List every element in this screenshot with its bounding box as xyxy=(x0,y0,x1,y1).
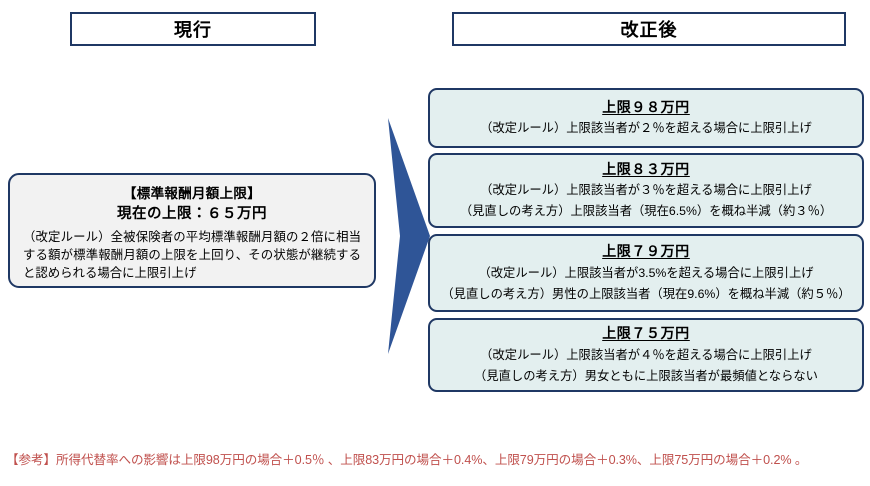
reference-footnote: 【参考】所得代替率への影響は上限98万円の場合＋0.5％ 、上限83万円の場合＋… xyxy=(6,453,808,467)
revised-cap-rule-line: （改定ルール）上限該当者が３％を超える場合に上限引上げ xyxy=(480,183,812,198)
revised-cap-policy-line: （見直しの考え方）男女ともに上限該当者が最頻値とならない xyxy=(474,368,818,383)
revised-cap-box: 上限８３万円 （改定ルール）上限該当者が３％を超える場合に上限引上げ （見直しの… xyxy=(428,153,864,228)
column-header-current-label: 現行 xyxy=(174,20,212,40)
right-arrow-icon xyxy=(388,118,430,354)
revised-cap-box: 上限７５万円 （改定ルール）上限該当者が４％を超える場合に上限引上げ （見直しの… xyxy=(428,318,864,392)
revised-cap-rule-line: （改定ルール）上限該当者が3.5%を超える場合に上限引上げ xyxy=(478,265,814,280)
revised-cap-policy-line: （見直しの考え方）男性の上限該当者（現在9.6%）を概ね半減（約５％） xyxy=(441,286,851,301)
current-panel-title: 【標準報酬月額上限】 xyxy=(123,186,261,201)
revised-cap-policy-line: （見直しの考え方）上限該当者（現在6.5%）を概ね半減（約３％） xyxy=(459,204,833,219)
revised-cap-box: 上限９８万円 （改定ルール）上限該当者が２％を超える場合に上限引上げ xyxy=(428,88,864,148)
column-header-current: 現行 xyxy=(70,12,316,46)
revised-cap-box: 上限７９万円 （改定ルール）上限該当者が3.5%を超える場合に上限引上げ （見直… xyxy=(428,234,864,312)
revised-cap-rule-line: （改定ルール）上限該当者が４％を超える場合に上限引上げ xyxy=(480,347,812,362)
revised-cap-title: 上限８３万円 xyxy=(602,160,690,177)
current-standard-remuneration-panel: 【標準報酬月額上限】 現在の上限：６５万円 （改定ルール）全被保険者の平均標準報… xyxy=(8,173,376,288)
column-header-revised-label: 改正後 xyxy=(620,20,678,40)
column-header-revised: 改正後 xyxy=(452,12,846,46)
revised-cap-rule-line: （改定ルール）上限該当者が２％を超える場合に上限引上げ xyxy=(480,121,812,136)
current-panel-amount: 現在の上限：６５万円 xyxy=(117,205,267,222)
revised-cap-title: 上限９８万円 xyxy=(602,98,690,115)
current-panel-rule-text: （改定ルール）全被保険者の平均標準報酬月額の２倍に相当する額が標準報酬月額の上限… xyxy=(23,230,361,280)
right-arrow xyxy=(386,116,432,356)
revised-cap-title: 上限７５万円 xyxy=(602,325,690,342)
revised-cap-title: 上限７９万円 xyxy=(602,243,690,260)
